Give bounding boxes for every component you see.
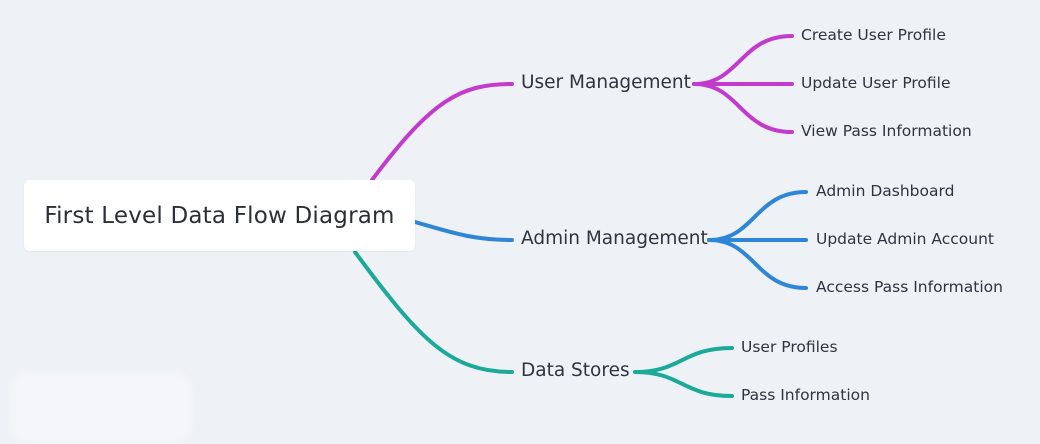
connector-admin-management-access-pass-information	[707, 238, 808, 290]
connector-root-data-stores	[353, 250, 514, 374]
connector-root-admin-management	[413, 220, 514, 242]
leaf-node-update-admin-account[interactable]: Update Admin Account	[816, 230, 994, 248]
connector-data-stores-pass-information	[633, 370, 734, 398]
leaf-node-user-profiles[interactable]: User Profiles	[741, 338, 838, 356]
connector-admin-management-admin-dashboard	[707, 190, 808, 242]
root-node-label: First Level Data Flow Diagram	[44, 202, 395, 229]
connector-data-stores-user-profiles	[633, 346, 734, 374]
connector-root-user-management	[370, 82, 514, 182]
leaf-node-admin-dashboard[interactable]: Admin Dashboard	[816, 182, 955, 200]
connector-user-management-view-pass-information	[692, 82, 794, 134]
connector-user-management-create-user-profile	[692, 34, 794, 86]
leaf-node-create-user-profile[interactable]: Create User Profile	[801, 26, 946, 44]
leaf-node-view-pass-information[interactable]: View Pass Information	[801, 122, 972, 140]
branch-node-user-management[interactable]: User Management	[521, 72, 691, 93]
branch-node-data-stores[interactable]: Data Stores	[521, 360, 630, 381]
root-node[interactable]: First Level Data Flow Diagram	[24, 180, 415, 251]
leaf-node-access-pass-information[interactable]: Access Pass Information	[816, 278, 1003, 296]
branch-node-admin-management[interactable]: Admin Management	[521, 228, 708, 249]
leaf-node-update-user-profile[interactable]: Update User Profile	[801, 74, 951, 92]
watermark-blur	[10, 372, 192, 444]
leaf-node-pass-information[interactable]: Pass Information	[741, 386, 870, 404]
